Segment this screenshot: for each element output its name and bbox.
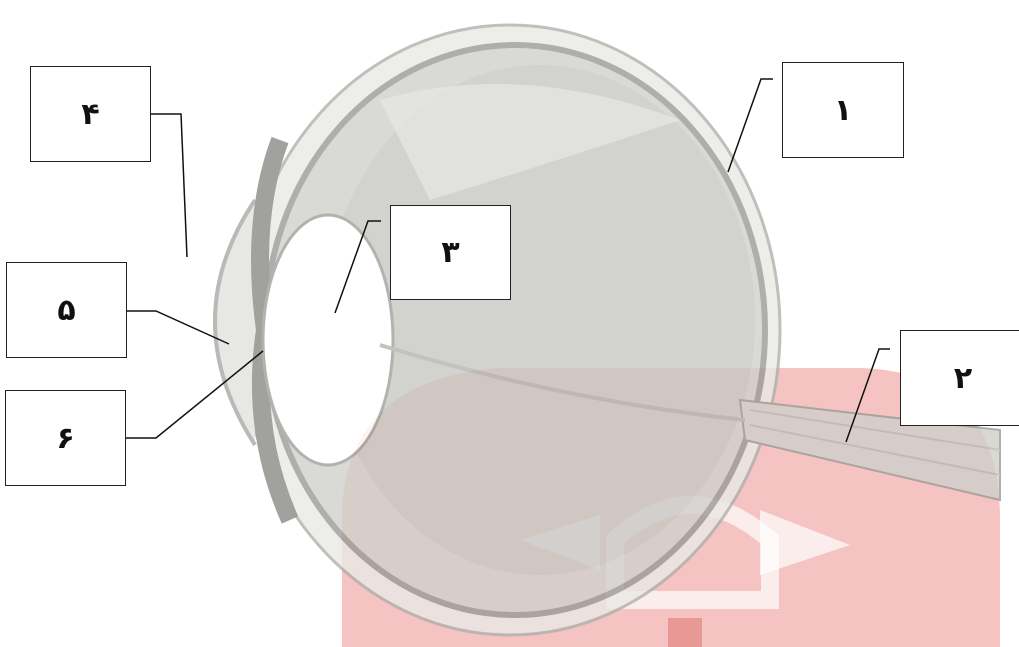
label-box-4: ۴ bbox=[30, 66, 151, 162]
label-6: ۶ bbox=[56, 420, 75, 456]
label-2: ۲ bbox=[953, 360, 973, 396]
leader-lines bbox=[123, 78, 890, 443]
leader-line-2 bbox=[845, 348, 890, 443]
leader-line-6 bbox=[123, 350, 264, 439]
label-1: ۱ bbox=[833, 92, 853, 128]
leader-line-4 bbox=[147, 113, 188, 258]
label-4: ۴ bbox=[81, 96, 100, 132]
label-box-1: ۱ bbox=[782, 62, 904, 158]
leader-line-3 bbox=[334, 220, 381, 314]
label-box-6: ۶ bbox=[5, 390, 126, 486]
leader-line-5 bbox=[124, 310, 230, 345]
label-box-2: ۲ bbox=[900, 330, 1019, 426]
eyeball bbox=[213, 23, 1001, 637]
label-box-3: ۳ bbox=[390, 205, 511, 300]
label-3: ۳ bbox=[441, 235, 460, 270]
label-5: ۵ bbox=[57, 292, 76, 328]
label-box-5: ۵ bbox=[6, 262, 127, 358]
leader-line-1 bbox=[727, 78, 773, 173]
